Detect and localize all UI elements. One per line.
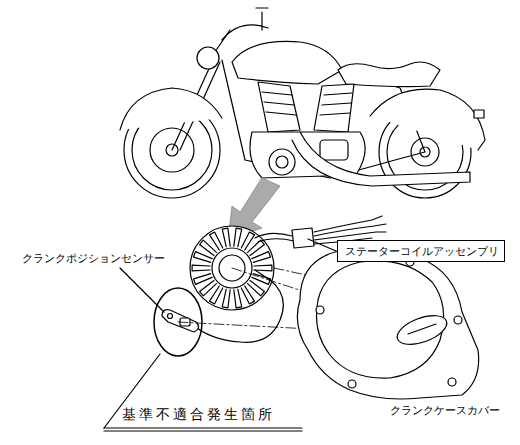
rear-fender: [370, 89, 485, 150]
wire-connector: [292, 228, 314, 248]
underline: [104, 428, 302, 431]
stator-tooth: [200, 281, 217, 296]
stator-tooth: [234, 228, 242, 247]
stator-tooth: [192, 265, 210, 271]
engine: [250, 82, 365, 178]
stator-tooth: [234, 289, 242, 308]
stator-tooth: [194, 274, 213, 285]
crankcase-cover: [297, 246, 478, 399]
stator-tooth: [210, 232, 223, 250]
stator-tooth: [222, 289, 230, 308]
stator-wires: [255, 233, 294, 242]
stator-tooth: [222, 228, 230, 247]
stator-tooth: [254, 265, 272, 271]
leader-line: [120, 268, 164, 312]
headlight: [197, 47, 219, 69]
stator-tooth: [241, 286, 254, 304]
crank-position-sensor: [162, 310, 199, 332]
stator-tooth: [194, 252, 213, 263]
exhaust-pipe: [292, 132, 470, 186]
defect-location-note: 基準不適合発生箇所: [122, 406, 275, 423]
fuel-tank: [232, 41, 342, 84]
stator-tooth: [248, 240, 265, 255]
tail-light: [474, 110, 484, 118]
stator-tooth: [252, 252, 271, 263]
part-name: ステーターコイルアッセンブリ: [345, 245, 497, 258]
part-name: クランクケースカバー: [390, 404, 500, 417]
front-fender: [120, 88, 222, 130]
sensor-wire: [192, 270, 283, 342]
part-name-box: ステーターコイルアッセンブリ: [337, 240, 505, 262]
leader-line: [308, 239, 336, 251]
handlebar: [222, 8, 268, 40]
seat: [338, 62, 440, 87]
part-name: クランクポジションセンサー: [22, 252, 165, 265]
